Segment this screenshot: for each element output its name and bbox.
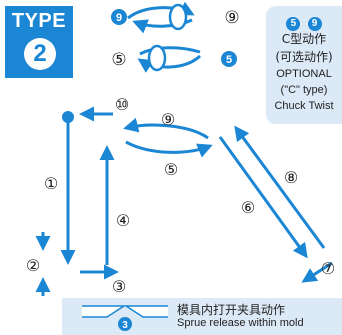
arrow-step-7 <box>301 261 333 283</box>
legend-cn-optional: (可选动作) <box>275 50 333 64</box>
twist-step-9-filled: 9 <box>116 12 122 24</box>
legend-en-twist: Chuck Twist <box>274 100 334 112</box>
legend-step-9: 9 <box>307 17 322 31</box>
twist-step-5-filled: 5 <box>226 54 232 66</box>
type-label: TYPE <box>11 10 67 32</box>
sprue-step-3-circle <box>118 317 132 331</box>
label-step-4: ④ <box>116 211 130 230</box>
motion-arrows <box>35 106 333 296</box>
legend-en-ctype: ("C" type) <box>280 84 328 96</box>
arrow-step-5 <box>125 140 213 158</box>
optional-legend: 5 9 C型动作 (可选动作) OPTIONAL ("C" type) Chuc… <box>266 6 342 124</box>
sprue-release-icon <box>82 305 168 318</box>
label-step-2: ② <box>26 256 40 275</box>
legend-cn-title: C型动作 <box>281 32 327 46</box>
label-step-3: ③ <box>112 277 126 296</box>
type-badge: TYPE 2 <box>5 6 73 78</box>
arrow-step-9 <box>123 117 209 140</box>
legend-en-optional: OPTIONAL <box>276 68 332 80</box>
twist-icon-top <box>127 1 195 34</box>
legend-step-numbers: 5 9 <box>266 11 342 31</box>
twist-step-9-filled-circle <box>111 9 127 25</box>
type-number: 2 <box>24 38 56 70</box>
start-point <box>62 111 74 123</box>
arrow-step-6 <box>218 136 308 259</box>
label-step-6: ⑥ <box>241 198 255 217</box>
arrow-step-8 <box>234 125 326 249</box>
label-step-1: ① <box>44 174 58 193</box>
twist-step-5-filled-circle <box>221 51 237 67</box>
twist-step-5-outline: ⑤ <box>111 50 126 70</box>
label-step-10: ⑩ <box>115 95 129 114</box>
sprue-release-cn: 模具内打开夹具动作 <box>177 303 286 317</box>
label-step-9: ⑨ <box>161 110 175 129</box>
sprue-step-3: 3 <box>122 320 128 331</box>
twist-icon-bottom <box>137 44 202 73</box>
twist-step-9-outline: ⑨ <box>224 8 239 28</box>
label-step-8: ⑧ <box>284 168 298 187</box>
sprue-release-box: 模具内打开夹具动作 Sprue release within mold <box>62 298 342 335</box>
label-step-5: ⑤ <box>164 160 178 179</box>
label-step-7: ⑦ <box>321 259 335 278</box>
legend-step-5: 5 <box>286 17 301 31</box>
sprue-release-en: Sprue release within mold <box>177 317 304 329</box>
